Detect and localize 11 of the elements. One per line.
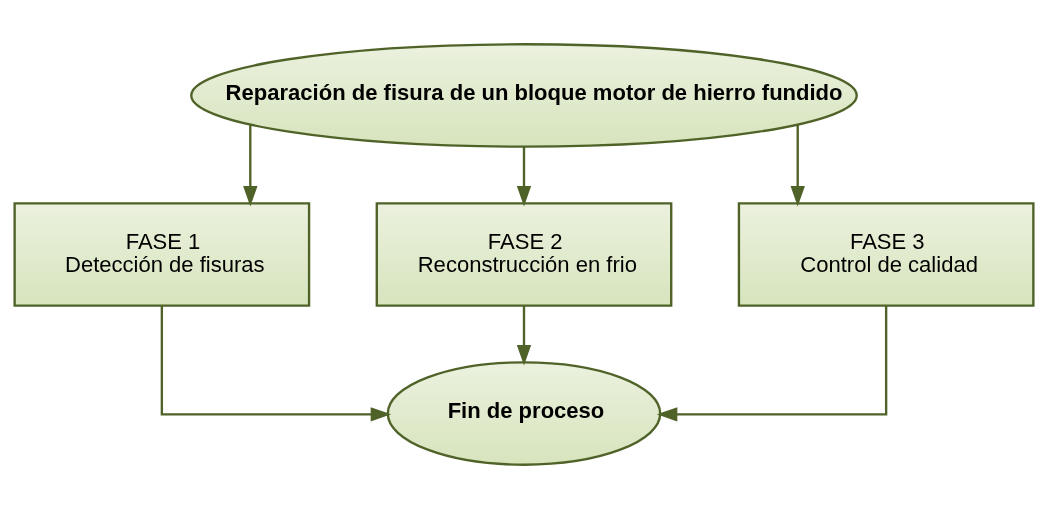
arrow xyxy=(243,124,258,207)
arrow xyxy=(790,124,805,207)
node-ellipse: Fin de proceso xyxy=(386,360,662,466)
arrow xyxy=(516,305,532,365)
arrow xyxy=(656,305,888,421)
node-box: FASE 3 Control de calidad xyxy=(737,201,1035,307)
arrow xyxy=(516,146,532,206)
node-ellipse: Reparación de fisura de un bloque motor de hierro fundido xyxy=(190,42,858,148)
arrow xyxy=(160,305,392,421)
node-box: FASE 1 Detección de fisuras xyxy=(13,201,311,307)
node-box: FASE 2 Reconstrucción en frio xyxy=(375,201,673,307)
